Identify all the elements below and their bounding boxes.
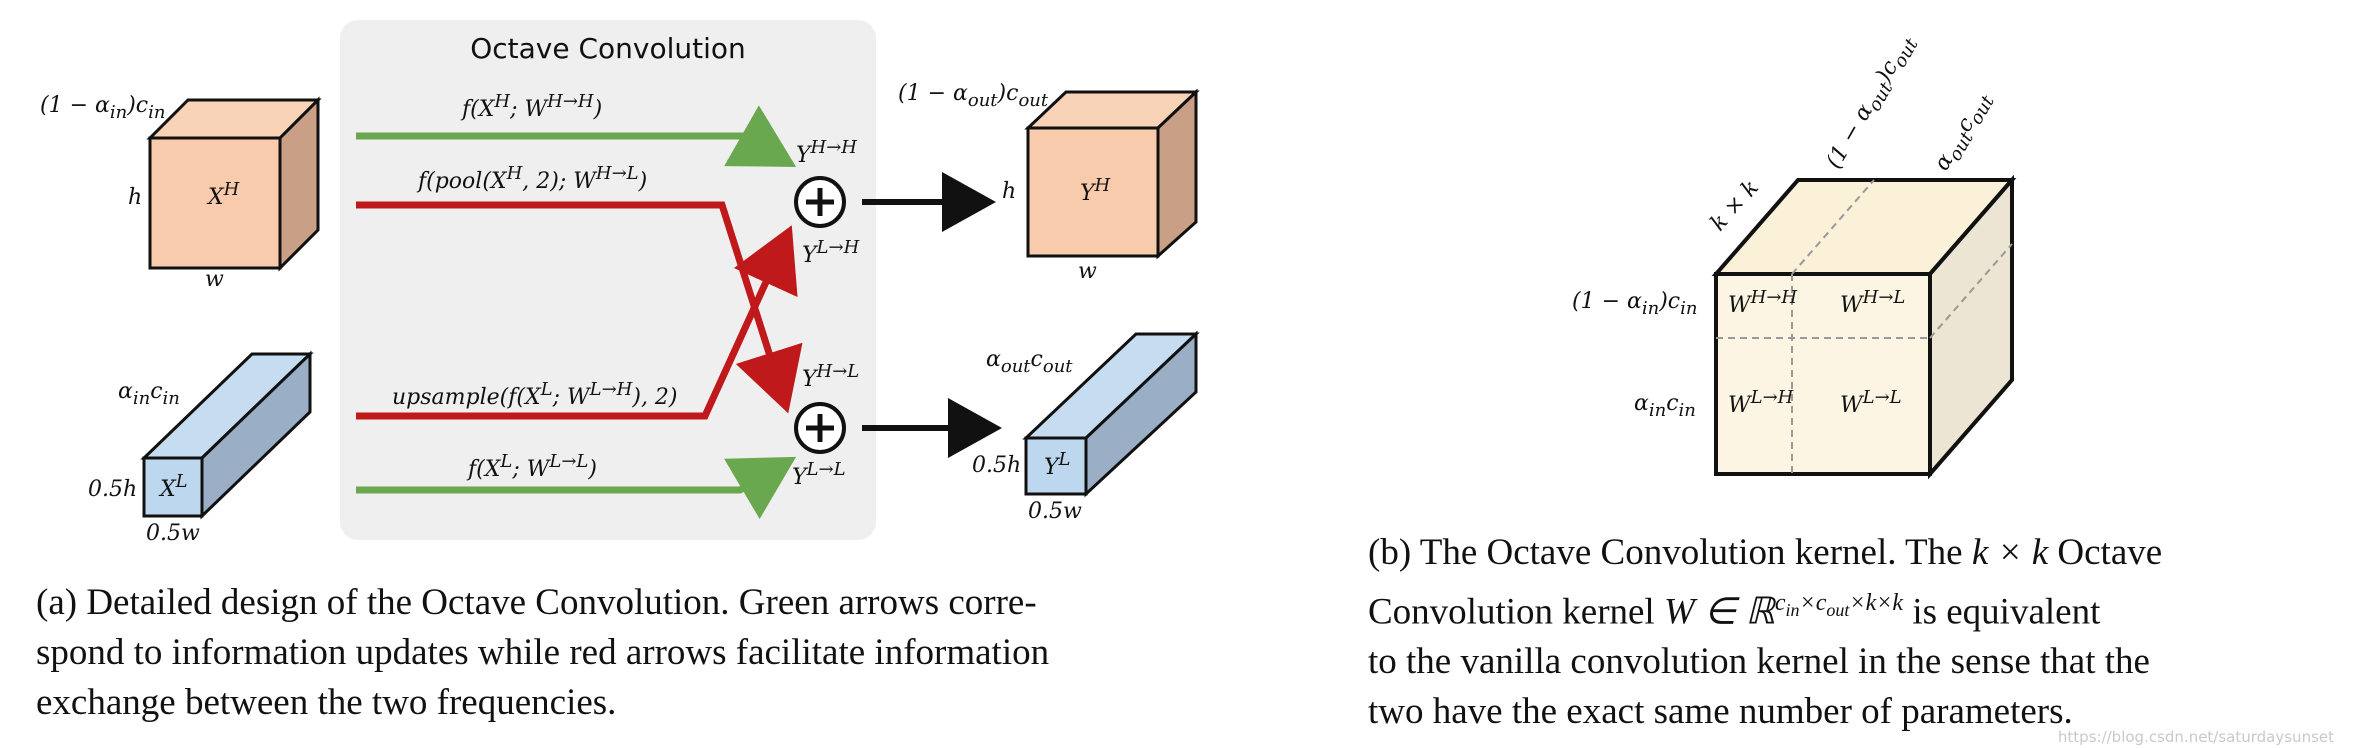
caption-b-line: (b) The Octave Convolution kernel. The k… <box>1368 532 2163 573</box>
output-low-width: 0.5w <box>1028 499 1082 524</box>
kernel-cell-ll: WL→L <box>1840 387 1902 418</box>
caption-b-line: to the vanilla convolution kernel in the… <box>1368 641 2150 683</box>
kernel-row-label-low: αincin <box>1634 391 1696 421</box>
kernel-top-label-low: αoutcout <box>1930 87 2000 178</box>
caption-b-line: two have the exact same number of parame… <box>1368 691 2073 733</box>
watermark: https://blog.csdn.net/saturdaysunset <box>2057 728 2334 746</box>
caption-b-line: Convolution kernel W ∈ ℝcin×cout×k×k is … <box>1368 590 2101 633</box>
panel-title: Octave Convolution <box>470 32 746 65</box>
arrow-low-to-high <box>356 225 798 420</box>
sum-label-y-lh: YL→H <box>802 237 860 268</box>
input-low-height: 0.5h <box>88 477 137 502</box>
input-low-channels: αincin <box>118 379 180 409</box>
caption-a-line: exchange between the two frequencies. <box>36 682 617 723</box>
sum-node-high <box>794 176 846 228</box>
arrow-high-to-low <box>356 201 803 414</box>
path-label-hh: f(XH; WH→H) <box>460 91 602 122</box>
input-high-height: h <box>128 185 142 210</box>
kernel-cell-lh: WL→H <box>1728 387 1794 418</box>
arrow-low-to-low <box>356 456 797 520</box>
input-low-tensor: XL <box>158 471 188 502</box>
input-high-cube <box>146 96 322 272</box>
sum-label-y-ll: YL→L <box>792 459 846 490</box>
output-low-cube <box>1022 330 1200 498</box>
output-high-tensor: YH <box>1080 175 1111 206</box>
kernel-top-label-high: (1 − αout)cout <box>1822 30 1923 176</box>
kernel-cell-hh: WH→H <box>1728 287 1797 318</box>
octave-panel-background <box>340 20 876 540</box>
caption-a-line: spond to information updates while red a… <box>36 632 1050 673</box>
caption-a-line: (a) Detailed design of the Octave Convol… <box>36 582 1037 623</box>
output-high-cube <box>1024 88 1200 260</box>
input-high-width: w <box>205 267 224 292</box>
input-high-tensor: XH <box>206 179 240 210</box>
caption-a: (a) Detailed design of the Octave Convol… <box>36 578 1276 728</box>
output-high-height: h <box>1002 179 1016 204</box>
path-label-hl: f(pool(XH, 2); WH→L) <box>416 163 647 194</box>
output-low-channels: αoutcout <box>986 347 1073 377</box>
input-low-cube <box>140 350 314 520</box>
kernel-row-label-high: (1 − αin)cin <box>1572 289 1697 319</box>
output-low-height: 0.5h <box>972 453 1021 478</box>
output-low-tensor: YL <box>1044 449 1070 480</box>
input-low-width: 0.5w <box>146 521 200 546</box>
input-high-channels: (1 − αin)cin <box>40 93 165 123</box>
sum-label-y-hl: YH→L <box>802 361 859 392</box>
kernel-cube <box>1711 174 2017 480</box>
path-label-ll: f(XL; WL→L) <box>466 451 597 482</box>
path-label-lh: upsample(f(XL; WL→H), 2) <box>392 379 678 410</box>
arrow-high-to-high <box>356 105 797 167</box>
kernel-cell-hl: WH→L <box>1840 287 1905 318</box>
output-high-width: w <box>1078 259 1097 284</box>
sum-label-y-hh: YH→H <box>796 137 857 168</box>
sum-node-low <box>794 402 846 454</box>
caption-b: (b) The Octave Convolution kernel. The k… <box>1368 528 2308 737</box>
output-high-channels: (1 − αout)cout <box>898 81 1049 111</box>
